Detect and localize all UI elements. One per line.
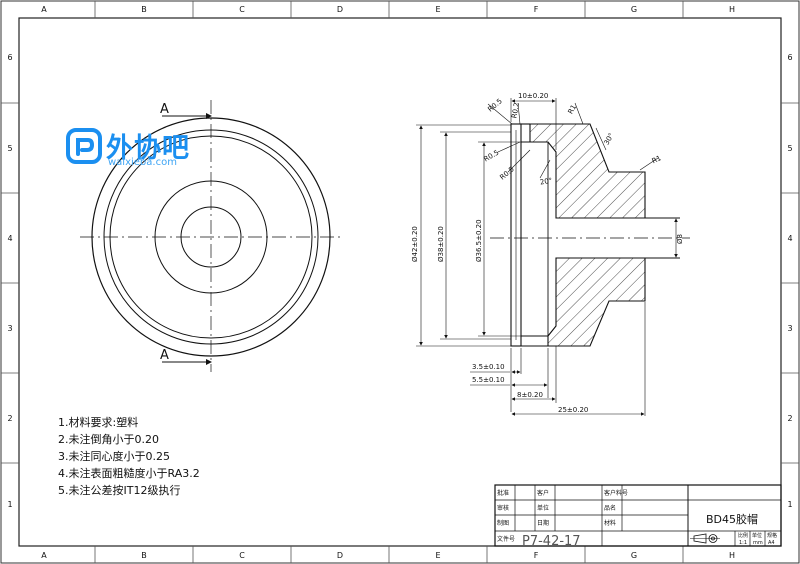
tb-unit-label: 单位 — [752, 532, 762, 539]
tb-customer: 客户 — [537, 489, 549, 497]
col-label-bottom-f: F — [534, 551, 539, 560]
row-label-left-6: 6 — [7, 53, 12, 62]
front-view — [80, 100, 342, 372]
dim-dia38: Ø38±0.20 — [437, 226, 445, 262]
tb-file-no: P7-42-17 — [522, 534, 581, 549]
col-label-top-a: A — [41, 5, 47, 14]
dim-angle20: 20° — [539, 177, 553, 187]
row-label-left-4: 4 — [7, 234, 12, 243]
dim-r05-a: R0.5 — [486, 97, 503, 113]
tb-drafter: 制图 — [497, 519, 509, 527]
tb-checker: 审核 — [497, 504, 509, 512]
dim-dia42: Ø42±0.20 — [411, 226, 419, 262]
dim-len25: 25±0.20 — [558, 406, 588, 414]
row-label-right-3: 3 — [787, 324, 792, 333]
col-label-bottom-h: H — [729, 551, 735, 560]
dim-top-width: 10±0.20 — [518, 92, 548, 100]
inner-frame — [18, 17, 782, 547]
tb-scale-value: 1:1 — [739, 540, 747, 546]
col-label-top-e: E — [435, 5, 440, 14]
dim-r02: R0.2 — [510, 102, 521, 119]
col-label-top-f: F — [534, 5, 539, 14]
section-label-bottom: A — [160, 348, 169, 363]
watermark-logo: 外协吧 waixieba.com — [66, 126, 216, 174]
tb-scale-label: 比例 — [738, 532, 748, 539]
col-label-top-d: D — [337, 5, 343, 14]
tb-sheet-value: A4 — [768, 540, 775, 546]
tb-unit: 单位 — [537, 504, 549, 512]
tb-date: 日期 — [537, 519, 549, 527]
lower-hatch — [547, 257, 646, 347]
note-4: 4.未注表面粗糙度小于RA3.2 — [58, 467, 200, 480]
col-label-top-h: H — [729, 5, 735, 14]
row-label-left-5: 5 — [7, 144, 12, 153]
tb-designer: 批准 — [497, 489, 509, 497]
dim-len35: 3.5±0.10 — [472, 363, 505, 371]
tb-product-name: 品名 — [604, 504, 616, 512]
row-label-left-2: 2 — [7, 414, 12, 423]
col-label-bottom-a: A — [41, 551, 47, 560]
section-label-top: A — [160, 102, 169, 117]
note-5: 5.未注公差按IT12级执行 — [58, 484, 181, 497]
row-label-right-5: 5 — [787, 144, 792, 153]
col-label-top-b: B — [141, 5, 147, 14]
dim-len55: 5.5±0.10 — [472, 376, 505, 384]
col-label-bottom-d: D — [337, 551, 343, 560]
col-label-top-g: G — [631, 5, 637, 14]
row-label-right-1: 1 — [787, 500, 792, 509]
dim-r1-right: R1 — [651, 154, 663, 165]
col-label-bottom-b: B — [141, 551, 147, 560]
row-label-left-3: 3 — [7, 324, 12, 333]
note-2: 2.未注倒角小于0.20 — [58, 433, 159, 446]
note-3: 3.未注同心度小于0.25 — [58, 450, 170, 463]
note-1: 1.材料要求:塑料 — [58, 416, 139, 429]
dim-angle30: 30° — [603, 132, 616, 147]
technical-notes: 1.材料要求:塑料 2.未注倒角小于0.20 3.未注同心度小于0.25 4.未… — [58, 414, 200, 499]
tb-customer-part: 客户料号 — [604, 489, 628, 497]
dim-r05-b: R0.5 — [483, 149, 501, 164]
row-label-right-2: 2 — [787, 414, 792, 423]
section-marker — [162, 113, 212, 365]
tb-part-name: BD45胶帽 — [706, 512, 758, 526]
dimension-lines — [416, 98, 678, 416]
tb-file-no-label: 文件号 — [497, 535, 515, 543]
title-block — [494, 484, 782, 547]
tb-material: 材料 — [604, 519, 616, 527]
dim-dia365: Ø36.5±0.20 — [475, 219, 483, 262]
dim-len8: 8±0.20 — [517, 391, 543, 399]
tb-unit-value: mm — [753, 540, 763, 546]
section-view — [490, 123, 690, 347]
col-label-bottom-g: G — [631, 551, 637, 560]
col-label-bottom-e: E — [435, 551, 440, 560]
col-label-bottom-c: C — [239, 551, 245, 560]
logo-icon — [66, 128, 102, 164]
col-label-top-c: C — [239, 5, 245, 14]
dim-dia8: Ø8 — [676, 234, 684, 244]
projection-symbol-icon — [690, 533, 720, 544]
row-label-right-6: 6 — [787, 53, 792, 62]
row-label-right-4: 4 — [787, 234, 792, 243]
dim-r1-top: R1 — [567, 103, 579, 115]
row-label-left-1: 1 — [7, 500, 12, 509]
tb-sheet-label: 规格 — [767, 532, 777, 539]
dim-r05-c: R0.5 — [498, 165, 515, 181]
logo-url: waixieba.com — [108, 157, 177, 168]
logo-name: 外协吧 — [106, 133, 190, 164]
upper-hatch — [529, 123, 646, 219]
